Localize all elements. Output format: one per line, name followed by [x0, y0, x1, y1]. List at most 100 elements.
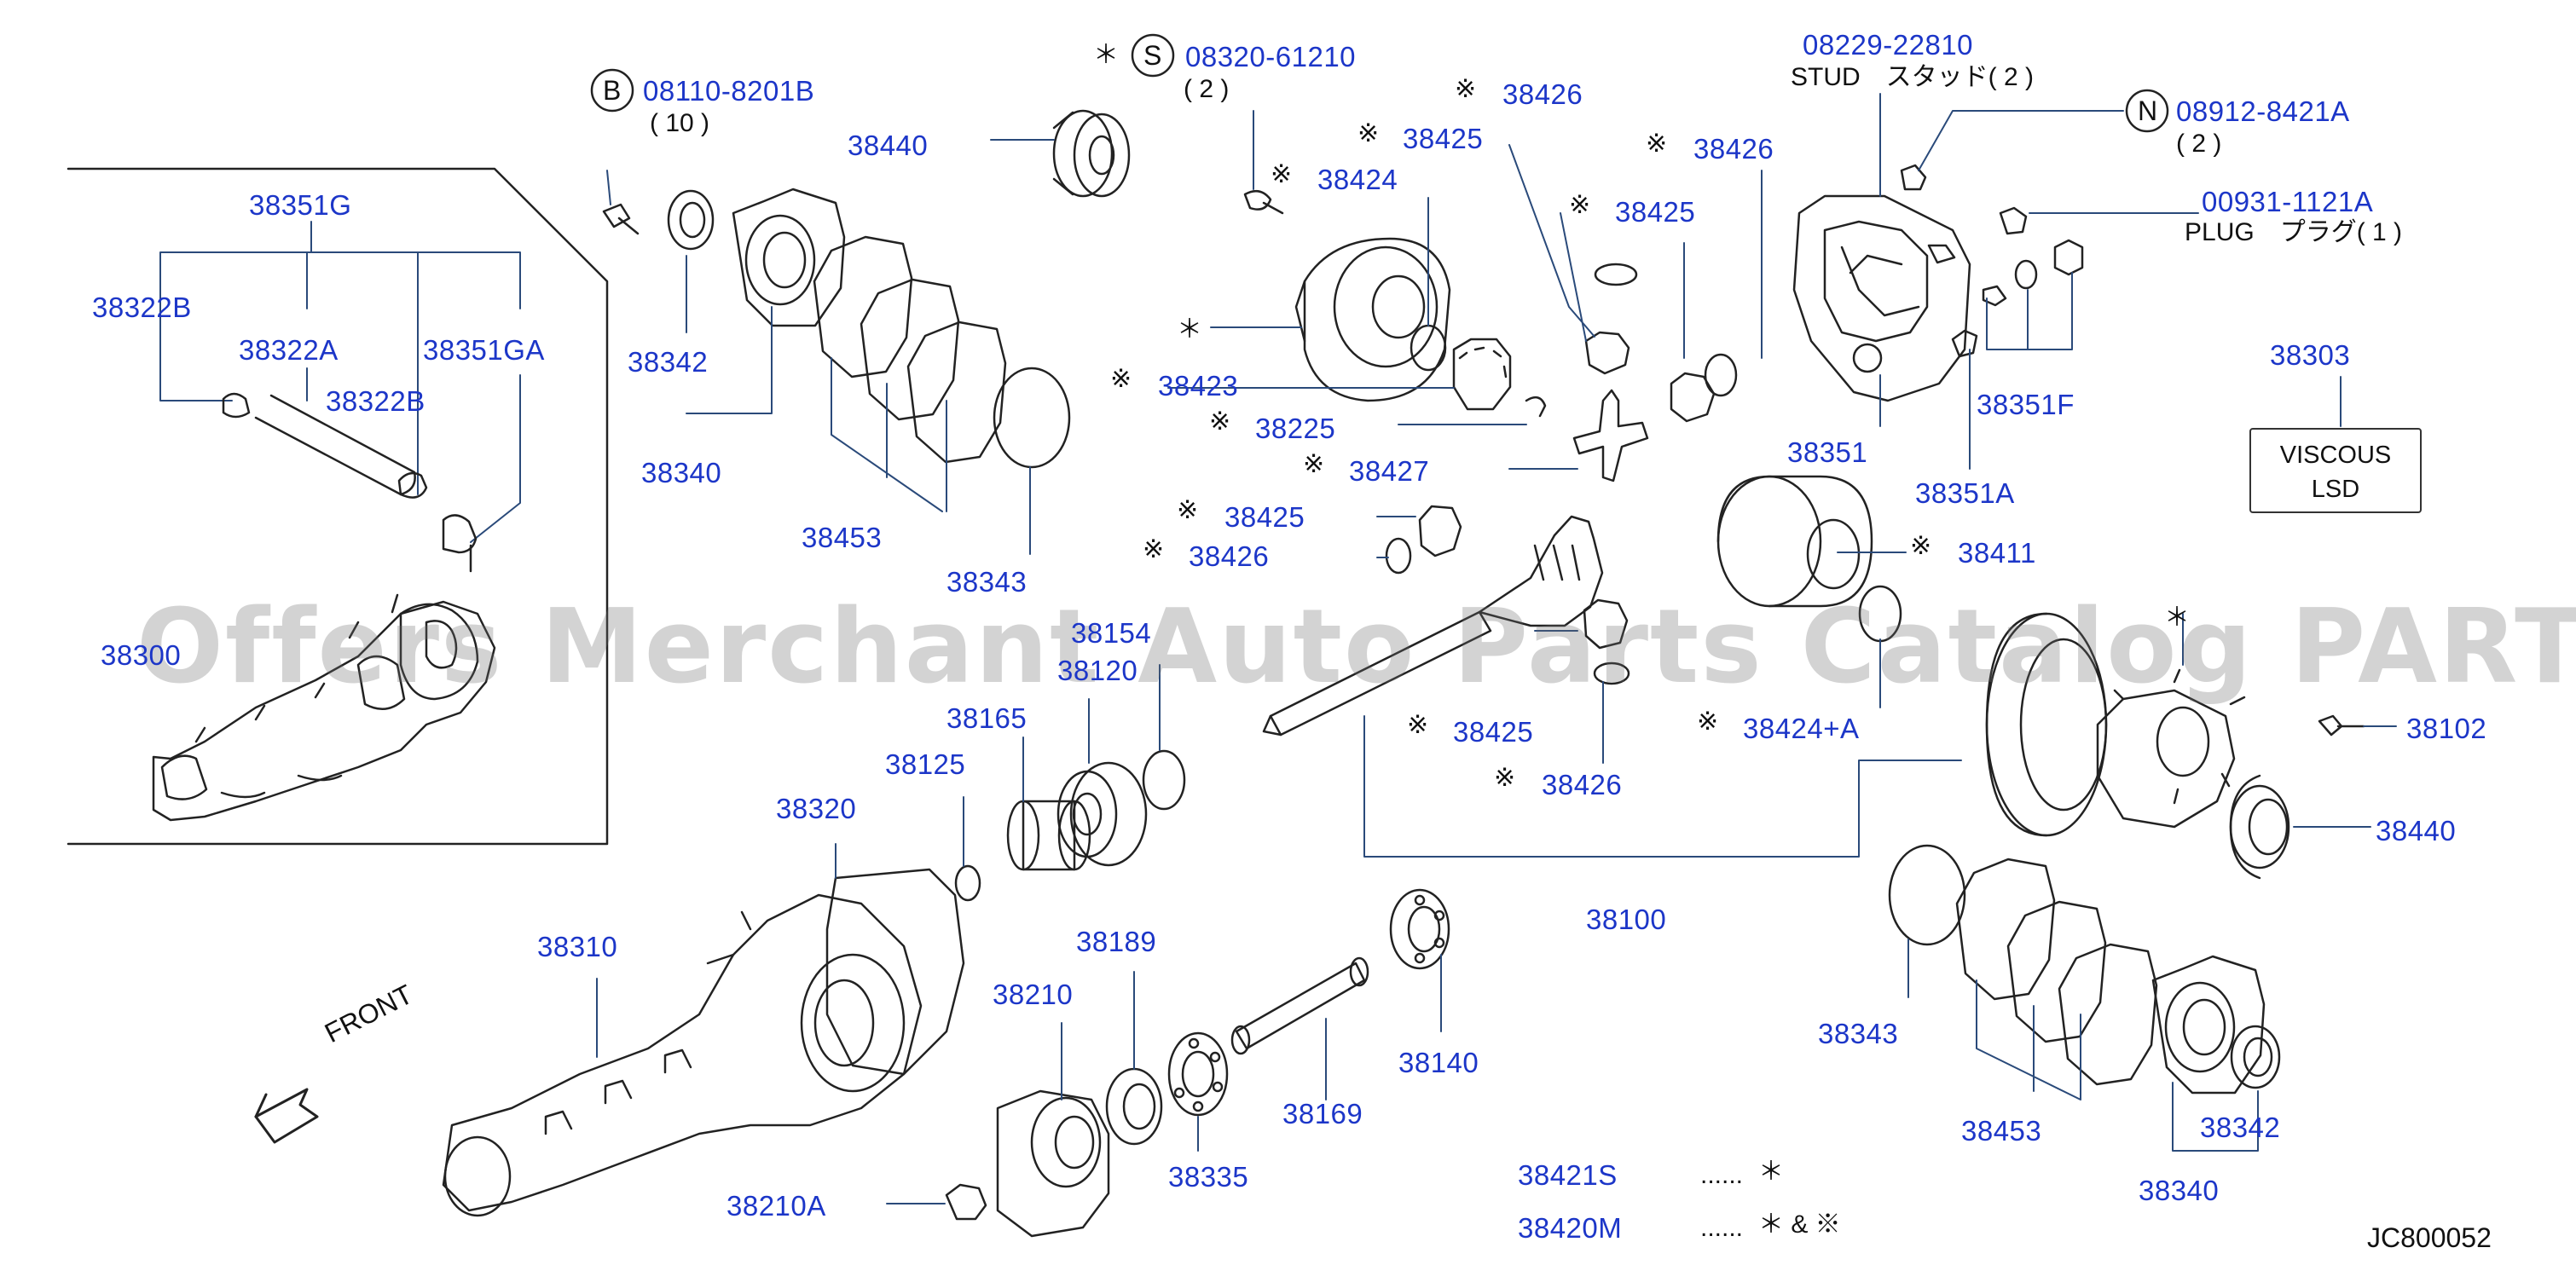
label-38440-top[interactable]: 38440: [848, 130, 929, 161]
38343-oring-top: [993, 367, 1071, 469]
label-38411-mark: ※: [1910, 532, 1932, 560]
38335-bearing: [1167, 1031, 1229, 1117]
viscous-line1: VISCOUS: [2279, 442, 2392, 469]
label-38165[interactable]: 38165: [946, 702, 1028, 734]
label-38322A[interactable]: 38322A: [239, 334, 339, 366]
asterisk-diff-case: ＊: [1177, 315, 1202, 344]
label-38351G[interactable]: 38351G: [249, 189, 352, 221]
label-38424A[interactable]: 38424+A: [1743, 713, 1860, 744]
differential-carrier-right: [2096, 668, 2246, 829]
38340-retainer-bottom: [2151, 955, 2266, 1095]
38210A-nut: [945, 1183, 987, 1221]
label-38303[interactable]: 38303: [2270, 339, 2351, 371]
38343-oring-bottom: [1888, 844, 1966, 946]
label-38351F[interactable]: 38351F: [1977, 389, 2075, 420]
label-38351A[interactable]: 38351A: [1915, 477, 2015, 509]
legend-dots-1: ......: [1700, 1161, 1744, 1189]
label-38169[interactable]: 38169: [1282, 1098, 1363, 1129]
38165-spacer: [1006, 800, 1091, 871]
ring-gear: [1985, 612, 2108, 837]
circle-B-icon: [590, 68, 634, 113]
label-38343-bot[interactable]: 38343: [1818, 1018, 1899, 1049]
inset-parts: [222, 392, 478, 573]
label-38425-b[interactable]: 38425: [1224, 501, 1305, 533]
label-38426-c[interactable]: 38426: [1693, 133, 1774, 165]
label-38425-c[interactable]: 38425: [1615, 196, 1696, 228]
label-38342-bot[interactable]: 38342: [2200, 1112, 2281, 1143]
label-38425-b-mark: ※: [1177, 496, 1199, 524]
label-38340-top[interactable]: 38340: [641, 457, 722, 488]
callout-B-code[interactable]: 08110-8201B: [643, 75, 815, 107]
circle-B-letter: B: [603, 75, 621, 106]
label-38426-a[interactable]: 38426: [1502, 78, 1583, 110]
callout-stud-code[interactable]: 08229-22810: [1803, 29, 1974, 61]
label-38424-mark: ※: [1271, 160, 1293, 188]
label-38154[interactable]: 38154: [1071, 617, 1152, 649]
label-38453-bot[interactable]: 38453: [1961, 1115, 2042, 1147]
label-38351[interactable]: 38351: [1787, 436, 1868, 468]
label-38189[interactable]: 38189: [1076, 926, 1157, 957]
label-38425-d[interactable]: 38425: [1453, 716, 1534, 748]
38423-side-gear: [1452, 338, 1512, 411]
38427-spider: [1572, 389, 1649, 482]
label-38426-a-mark: ※: [1455, 75, 1477, 103]
label-38440-bot[interactable]: 38440: [2376, 815, 2457, 846]
label-38335[interactable]: 38335: [1168, 1161, 1249, 1193]
washer-38424: [1410, 324, 1447, 372]
label-38120[interactable]: 38120: [1057, 655, 1138, 686]
legend-part-2[interactable]: 38420M: [1518, 1212, 1623, 1244]
callout-N-code[interactable]: 08912-8421A: [2176, 95, 2350, 127]
38120-bearing: [1056, 761, 1148, 867]
label-38322B-a[interactable]: 38322B: [92, 292, 192, 323]
bolt-B: [602, 203, 640, 235]
callout-S-code[interactable]: 08320-61210: [1185, 41, 1357, 72]
label-38322B-b[interactable]: 38322B: [326, 385, 425, 417]
label-38340-bot[interactable]: 38340: [2139, 1175, 2220, 1206]
label-38342-top[interactable]: 38342: [628, 346, 709, 378]
label-38102[interactable]: 38102: [2406, 713, 2487, 744]
label-38425-d-mark: ※: [1407, 711, 1429, 739]
label-38343-top[interactable]: 38343: [946, 566, 1028, 598]
stud-nut-plug: [1900, 164, 2084, 358]
callout-plug-code[interactable]: 00931-1121A: [2202, 186, 2374, 217]
label-38225[interactable]: 38225: [1255, 413, 1336, 444]
38411-viscous-unit: [1716, 475, 1873, 608]
label-38300[interactable]: 38300: [101, 639, 182, 671]
label-38225-mark: ※: [1209, 407, 1231, 436]
inset-axle-assembly: [152, 593, 496, 822]
label-38423[interactable]: 38423: [1158, 370, 1239, 401]
38440-bearing-bottom: [2229, 774, 2290, 880]
pinion-gears-lower: [1385, 505, 1630, 685]
38189-oil-seal: [1105, 1067, 1163, 1146]
label-38424[interactable]: 38424: [1317, 164, 1398, 195]
label-38100[interactable]: 38100: [1586, 904, 1667, 935]
label-38426-b[interactable]: 38426: [1189, 540, 1270, 572]
label-38425-a[interactable]: 38425: [1403, 123, 1484, 154]
callout-S-qty: ( 2 ): [1184, 75, 1230, 103]
legend-dots-2: ......: [1700, 1214, 1744, 1242]
label-38423-mark: ※: [1110, 365, 1132, 393]
callout-plug-label: PLUG プラグ( 1 ): [2185, 218, 2403, 246]
label-38125[interactable]: 38125: [885, 748, 966, 780]
label-38210[interactable]: 38210: [993, 979, 1074, 1010]
circle-S-icon: [1131, 33, 1175, 78]
label-38427[interactable]: 38427: [1349, 455, 1430, 487]
label-38426-d[interactable]: 38426: [1542, 769, 1623, 800]
label-38424A-mark: ※: [1697, 708, 1719, 736]
label-38210A[interactable]: 38210A: [726, 1190, 826, 1222]
label-38320[interactable]: 38320: [776, 793, 857, 824]
legend-part-1[interactable]: 38421S: [1518, 1159, 1618, 1191]
callout-B-qty: ( 10 ): [650, 109, 710, 137]
38210-companion-flange: [996, 1089, 1110, 1238]
label-38425-a-mark: ※: [1357, 119, 1380, 147]
38453-gaskets-top: [813, 235, 1007, 464]
label-38411[interactable]: 38411: [1958, 537, 2036, 569]
label-38351GA[interactable]: 38351GA: [423, 334, 545, 366]
label-38310[interactable]: 38310: [537, 931, 618, 962]
label-38140[interactable]: 38140: [1398, 1047, 1479, 1078]
label-38453-top[interactable]: 38453: [802, 522, 883, 553]
circle-N-icon: [2125, 89, 2169, 133]
38320-gasket: [825, 868, 965, 1076]
